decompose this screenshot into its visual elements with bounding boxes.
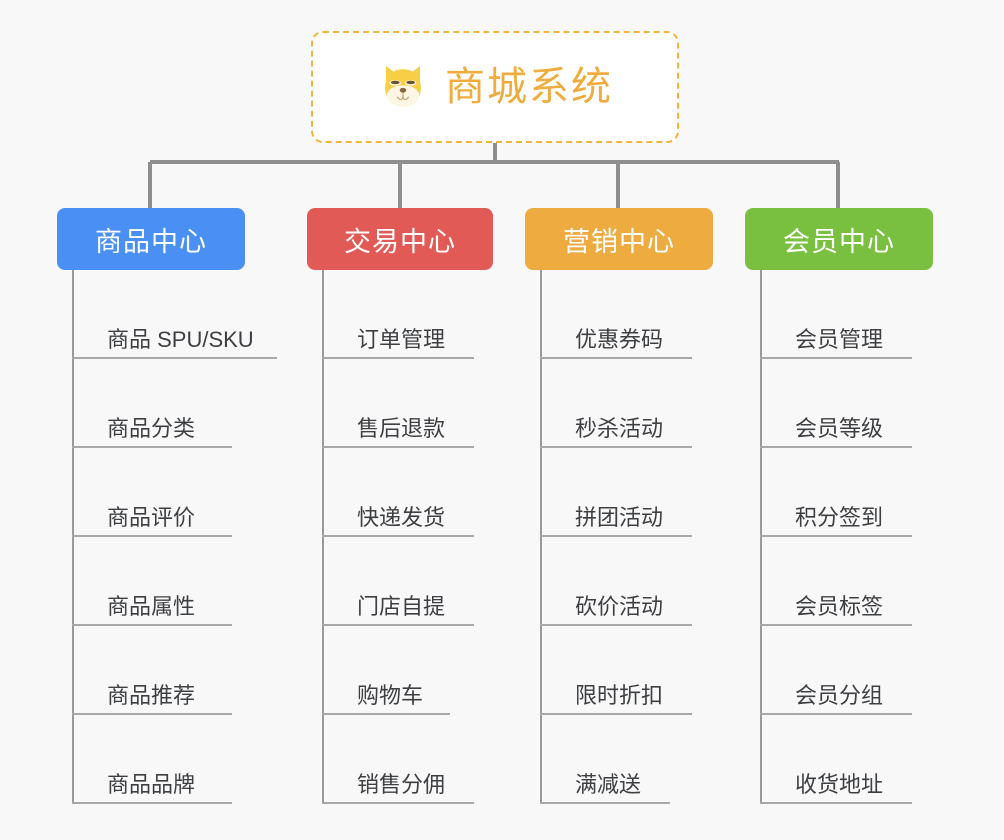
branch-header-product-center[interactable]: 商品中心	[57, 208, 245, 270]
list-item[interactable]: 商品分类	[57, 359, 245, 448]
branch-spine	[760, 270, 762, 804]
branch-spine	[322, 270, 324, 804]
list-item[interactable]: 订单管理	[307, 270, 493, 359]
branch-column-marketing-center: 营销中心 优惠券码 秒杀活动 拼团活动 砍价活动 限时折扣	[525, 208, 713, 804]
list-item[interactable]: 商品属性	[57, 537, 245, 626]
branch-header-label: 营销中心	[563, 226, 675, 257]
list-item-rule	[760, 446, 912, 448]
list-item[interactable]: 收货地址	[745, 715, 933, 804]
list-item-rule	[540, 357, 692, 359]
branch-header-label: 商品中心	[95, 226, 207, 257]
list-item[interactable]: 拼团活动	[525, 448, 713, 537]
branch-column-member-center: 会员中心 会员管理 会员等级 积分签到 会员标签 会员分组	[745, 208, 933, 804]
list-item[interactable]: 销售分佣	[307, 715, 493, 804]
root-node-title: 商城系统	[445, 65, 613, 109]
list-item[interactable]: 快递发货	[307, 448, 493, 537]
list-item-label: 砍价活动	[575, 593, 664, 619]
list-item-label: 优惠券码	[575, 326, 664, 352]
list-item-label: 商品推荐	[107, 682, 196, 708]
list-item-label: 商品品牌	[107, 771, 196, 797]
list-item-rule	[72, 535, 232, 537]
list-item[interactable]: 会员标签	[745, 537, 933, 626]
list-item-rule	[760, 357, 912, 359]
list-item-label: 门店自提	[357, 593, 446, 619]
list-item-rule	[322, 446, 474, 448]
branch-header-trade-center[interactable]: 交易中心	[307, 208, 493, 270]
list-item-rule	[322, 357, 474, 359]
list-item[interactable]: 购物车	[307, 626, 493, 715]
branch-items-member-center: 会员管理 会员等级 积分签到 会员标签 会员分组 收货地址	[745, 270, 933, 804]
list-item[interactable]: 限时折扣	[525, 626, 713, 715]
list-item-label: 秒杀活动	[575, 415, 664, 441]
shiba-dog-face-icon	[385, 65, 421, 107]
branch-items-trade-center: 订单管理 售后退款 快递发货 门店自提 购物车 销售分佣	[307, 270, 493, 804]
list-item[interactable]: 秒杀活动	[525, 359, 713, 448]
branch-header-marketing-center[interactable]: 营销中心	[525, 208, 713, 270]
list-item-rule	[72, 446, 232, 448]
list-item-rule	[322, 802, 474, 804]
list-item-label: 快递发货	[357, 504, 446, 530]
list-item-rule	[540, 624, 692, 626]
branch-items-product-center: 商品 SPU/SKU 商品分类 商品评价 商品属性 商品推荐 商品品牌	[57, 270, 277, 804]
list-item-rule	[760, 624, 912, 626]
list-item-rule	[322, 535, 474, 537]
list-item-rule	[540, 446, 692, 448]
list-item[interactable]: 售后退款	[307, 359, 493, 448]
list-item[interactable]: 商品评价	[57, 448, 245, 537]
branch-header-label: 会员中心	[783, 226, 895, 257]
list-item-label: 会员等级	[795, 415, 884, 441]
list-item-label: 商品 SPU/SKU	[107, 326, 254, 352]
list-item-rule	[72, 713, 232, 715]
list-item-label: 收货地址	[795, 771, 884, 797]
list-item-rule	[322, 713, 450, 715]
list-item-rule	[72, 624, 232, 626]
list-item[interactable]: 满减送	[525, 715, 713, 804]
list-item-label: 拼团活动	[575, 504, 664, 530]
list-item-label: 商品评价	[107, 504, 196, 530]
list-item[interactable]: 商品 SPU/SKU	[57, 270, 277, 359]
list-item[interactable]: 会员分组	[745, 626, 933, 715]
list-item[interactable]: 会员等级	[745, 359, 933, 448]
list-item-rule	[72, 357, 277, 359]
list-item-label: 商品属性	[107, 593, 196, 619]
list-item[interactable]: 积分签到	[745, 448, 933, 537]
list-item-rule	[540, 713, 692, 715]
list-item-label: 会员分组	[795, 682, 884, 708]
list-item-label: 售后退款	[357, 415, 446, 441]
branch-spine	[72, 270, 74, 804]
list-item-rule	[760, 535, 912, 537]
list-item-label: 限时折扣	[575, 682, 664, 708]
list-item-label: 会员管理	[795, 326, 884, 352]
branch-header-member-center[interactable]: 会员中心	[745, 208, 933, 270]
list-item-label: 会员标签	[795, 593, 884, 619]
list-item-label: 商品分类	[107, 415, 196, 441]
branch-spine	[540, 270, 542, 804]
list-item-label: 满减送	[575, 771, 642, 797]
branch-column-trade-center: 交易中心 订单管理 售后退款 快递发货 门店自提 购物车	[307, 208, 493, 804]
list-item-rule	[760, 802, 912, 804]
list-item-rule	[760, 713, 912, 715]
branch-header-label: 交易中心	[344, 226, 456, 257]
list-item-rule	[72, 802, 232, 804]
list-item-label: 订单管理	[357, 326, 446, 352]
root-node-card[interactable]: 商城系统	[311, 31, 679, 143]
list-item[interactable]: 优惠券码	[525, 270, 713, 359]
list-item-rule	[540, 535, 692, 537]
list-item[interactable]: 商品品牌	[57, 715, 245, 804]
list-item[interactable]: 商品推荐	[57, 626, 245, 715]
list-item[interactable]: 砍价活动	[525, 537, 713, 626]
list-item[interactable]: 会员管理	[745, 270, 933, 359]
list-item-rule	[540, 802, 670, 804]
list-item-label: 积分签到	[795, 504, 884, 530]
list-item-label: 销售分佣	[357, 771, 446, 797]
list-item[interactable]: 门店自提	[307, 537, 493, 626]
branch-column-product-center: 商品中心 商品 SPU/SKU 商品分类 商品评价 商品属性 商品推荐	[57, 208, 277, 804]
list-item-label: 购物车	[357, 682, 424, 708]
list-item-rule	[322, 624, 474, 626]
branch-items-marketing-center: 优惠券码 秒杀活动 拼团活动 砍价活动 限时折扣 满减送	[525, 270, 713, 804]
